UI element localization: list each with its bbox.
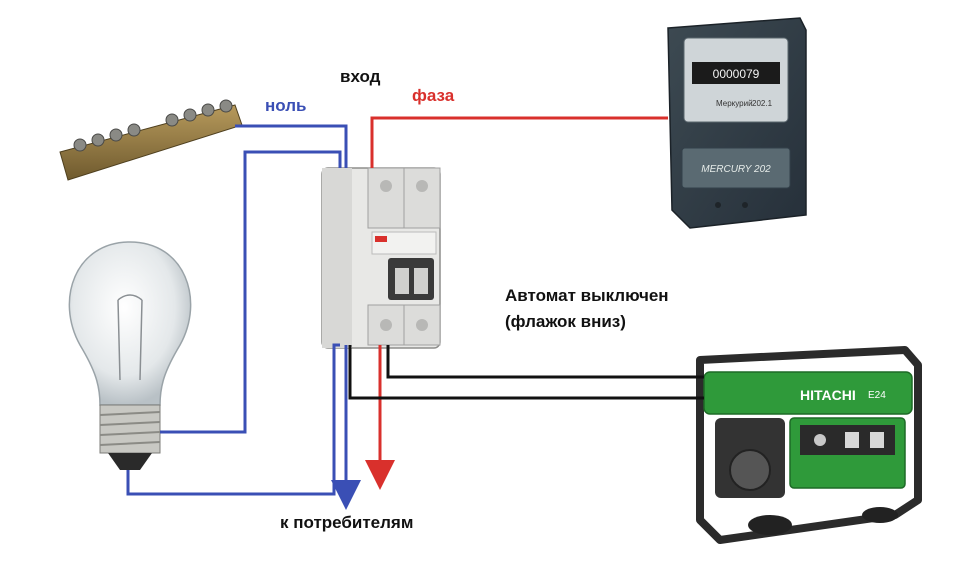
generator-brand: HITACHI bbox=[800, 387, 856, 403]
neutral-label: ноль bbox=[265, 96, 307, 115]
meter-model: 202.1 bbox=[752, 99, 773, 108]
energy-meter: 0000079 Меркурий 202.1 MERCURY 202 bbox=[667, 17, 807, 229]
generator-wire-1 bbox=[386, 345, 704, 379]
phase-label: фаза bbox=[412, 86, 455, 105]
phase-wire-bulb-return bbox=[126, 343, 340, 496]
neutral-wire-bus bbox=[235, 124, 348, 168]
breaker-state-line1: Автомат выключен bbox=[505, 286, 669, 305]
generator-wires bbox=[348, 345, 704, 400]
circuit-breaker bbox=[321, 167, 441, 349]
generator-model: E24 bbox=[868, 390, 886, 401]
breaker-state-label: Автомат выключен (флажок вниз) bbox=[505, 283, 669, 335]
phase-wires bbox=[365, 116, 668, 490]
generator: HITACHI E24 bbox=[696, 346, 922, 544]
input-label: вход bbox=[340, 67, 381, 86]
meter-brand: Меркурий bbox=[716, 99, 753, 108]
generator-wire-2 bbox=[348, 345, 704, 400]
meter-counter: 0000079 bbox=[713, 67, 760, 81]
phase-wire-meter bbox=[370, 116, 668, 168]
breaker-state-line2: (флажок вниз) bbox=[505, 312, 626, 331]
neutral-bus-bar bbox=[59, 99, 243, 181]
consumers-label: к потребителям bbox=[280, 513, 414, 532]
meter-logo: MERCURY 202 bbox=[701, 164, 771, 175]
neutral-wires bbox=[126, 124, 361, 510]
light-bulb bbox=[68, 241, 192, 470]
neutral-wire-bulb bbox=[160, 150, 342, 434]
